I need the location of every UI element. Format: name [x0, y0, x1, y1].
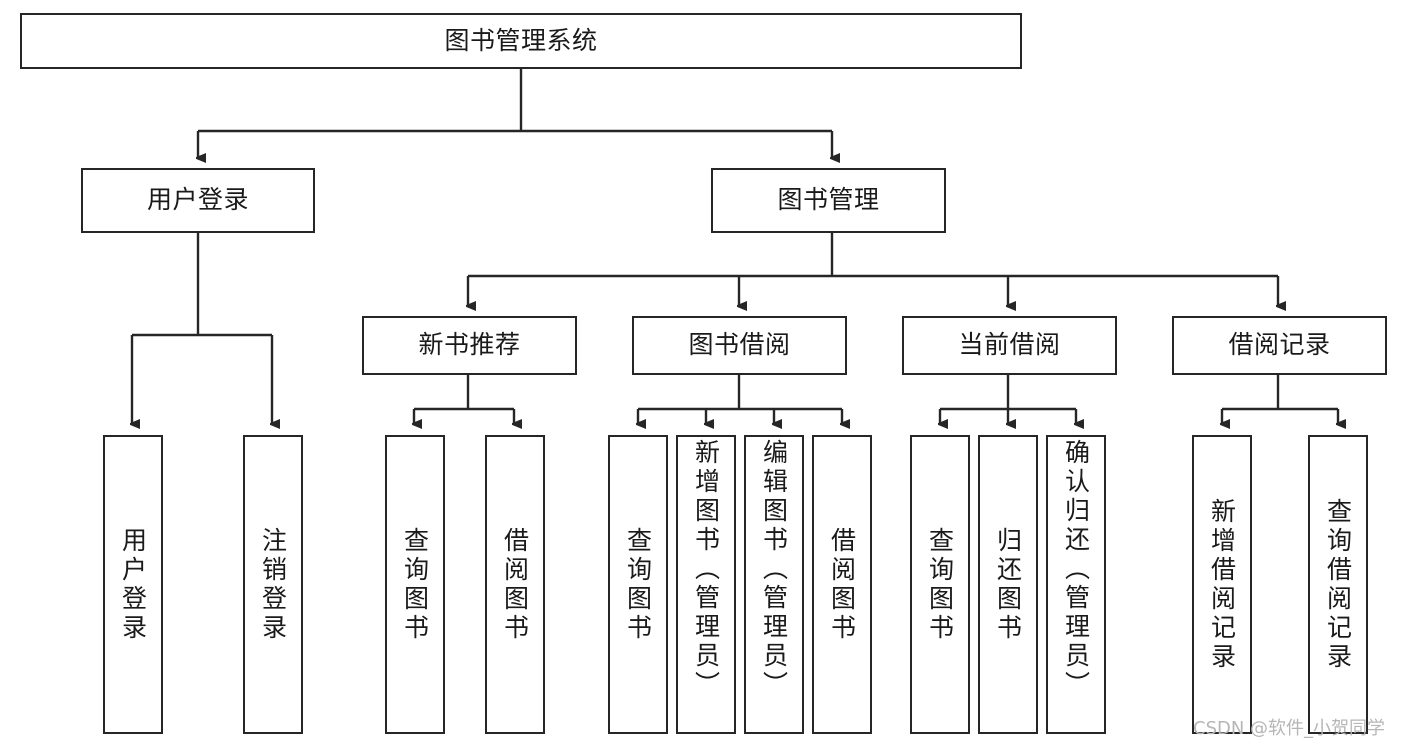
node-new-book-recommend[interactable]: 新书推荐 [362, 316, 577, 375]
node-leaf-user-login[interactable]: 用户登录 [103, 435, 163, 734]
node-book-borrow[interactable]: 图书借阅 [632, 316, 847, 375]
node-user-login[interactable]: 用户登录 [81, 168, 315, 233]
node-leaf-query-book-2[interactable]: 查询图书 [608, 435, 668, 734]
csdn-watermark: CSDN @软件_小贺同学 [1193, 718, 1386, 739]
node-leaf-query-record-label: 查询借阅记录 [1323, 497, 1353, 672]
node-leaf-query-book-3-label: 查询图书 [925, 526, 955, 643]
node-leaf-query-book-2-label: 查询图书 [623, 526, 653, 643]
node-leaf-logout-label: 注销登录 [258, 526, 288, 643]
node-leaf-return-book[interactable]: 归还图书 [978, 435, 1038, 734]
node-borrow-record[interactable]: 借阅记录 [1172, 316, 1387, 375]
node-leaf-user-login-label: 用户登录 [118, 526, 148, 643]
node-leaf-query-book-1-label: 查询图书 [400, 526, 430, 643]
node-leaf-query-book-1[interactable]: 查询图书 [385, 435, 445, 734]
node-borrow-record-label: 借阅记录 [1228, 330, 1331, 360]
node-root-label: 图书管理系统 [444, 25, 598, 55]
node-leaf-add-record[interactable]: 新增借阅记录 [1192, 435, 1252, 734]
node-user-login-label: 用户登录 [146, 185, 249, 215]
node-leaf-edit-book[interactable]: 编辑图书（管理员） [744, 435, 804, 734]
node-new-book-recommend-label: 新书推荐 [418, 330, 521, 360]
node-leaf-borrow-book-2[interactable]: 借阅图书 [812, 435, 872, 734]
node-leaf-add-book[interactable]: 新增图书（管理员） [676, 435, 736, 734]
node-book-manage[interactable]: 图书管理 [711, 168, 946, 233]
node-leaf-add-book-label: 新增图书（管理员） [691, 439, 721, 700]
node-leaf-borrow-book-1-label: 借阅图书 [500, 526, 530, 643]
node-leaf-logout[interactable]: 注销登录 [243, 435, 303, 734]
node-leaf-add-record-label: 新增借阅记录 [1207, 497, 1237, 672]
node-current-borrow[interactable]: 当前借阅 [902, 316, 1117, 375]
node-book-borrow-label: 图书借阅 [688, 330, 791, 360]
node-leaf-confirm-return-label: 确认归还（管理员） [1061, 439, 1091, 700]
node-leaf-confirm-return[interactable]: 确认归还（管理员） [1046, 435, 1106, 734]
node-leaf-query-book-3[interactable]: 查询图书 [910, 435, 970, 734]
node-root[interactable]: 图书管理系统 [20, 13, 1022, 69]
node-leaf-borrow-book-2-label: 借阅图书 [827, 526, 857, 643]
node-leaf-query-record[interactable]: 查询借阅记录 [1308, 435, 1368, 734]
node-leaf-return-book-label: 归还图书 [993, 526, 1023, 643]
node-leaf-borrow-book-1[interactable]: 借阅图书 [485, 435, 545, 734]
node-leaf-edit-book-label: 编辑图书（管理员） [759, 439, 789, 700]
node-book-manage-label: 图书管理 [777, 185, 880, 215]
node-current-borrow-label: 当前借阅 [958, 330, 1061, 360]
